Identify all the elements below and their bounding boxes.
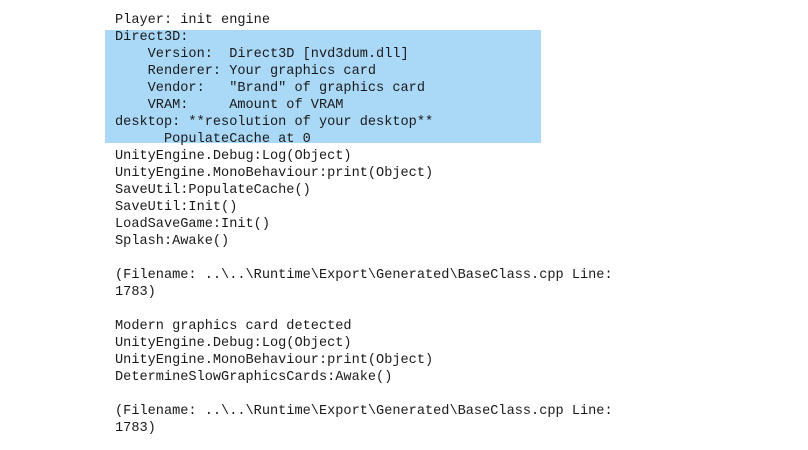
log-line: Direct3D: [115, 30, 189, 45]
log-line: 1783) [115, 285, 156, 300]
log-line: Version: Direct3D [nvd3dum.dll] [115, 47, 409, 62]
log-line: UnityEngine.MonoBehaviour:print(Object) [115, 353, 434, 368]
log-line: DetermineSlowGraphicsCards:Awake() [115, 370, 393, 385]
log-line: SaveUtil:PopulateCache() [115, 183, 311, 198]
log-line: PopulateCache at 0 [115, 132, 311, 147]
log-line: VRAM: Amount of VRAM [115, 98, 344, 113]
log-line: Player: init engine [115, 13, 270, 28]
log-line: (Filename: ..\..\Runtime\Export\Generate… [115, 404, 613, 419]
log-line [0, 250, 808, 267]
log-line: Renderer: Your graphics card [115, 64, 377, 79]
log-line: desktop: **resolution of your desktop** [115, 115, 434, 130]
log-line: (Filename: ..\..\Runtime\Export\Generate… [115, 268, 613, 283]
text-selection-highlight [105, 30, 541, 143]
log-line: 1783) [115, 421, 156, 436]
log-output[interactable]: Player: init engine Direct3D: Version: D… [0, 12, 808, 437]
log-line [0, 301, 808, 318]
log-line: UnityEngine.Debug:Log(Object) [115, 149, 352, 164]
log-line: Modern graphics card detected [115, 319, 352, 334]
log-line: LoadSaveGame:Init() [115, 217, 270, 232]
log-line [0, 386, 808, 403]
log-line: UnityEngine.MonoBehaviour:print(Object) [115, 166, 434, 181]
log-line: UnityEngine.Debug:Log(Object) [115, 336, 352, 351]
log-line: Vendor: "Brand" of graphics card [115, 81, 425, 96]
log-line: Splash:Awake() [115, 234, 230, 249]
log-line: SaveUtil:Init() [115, 200, 238, 215]
log-lines: Player: init engine Direct3D: Version: D… [0, 12, 808, 437]
